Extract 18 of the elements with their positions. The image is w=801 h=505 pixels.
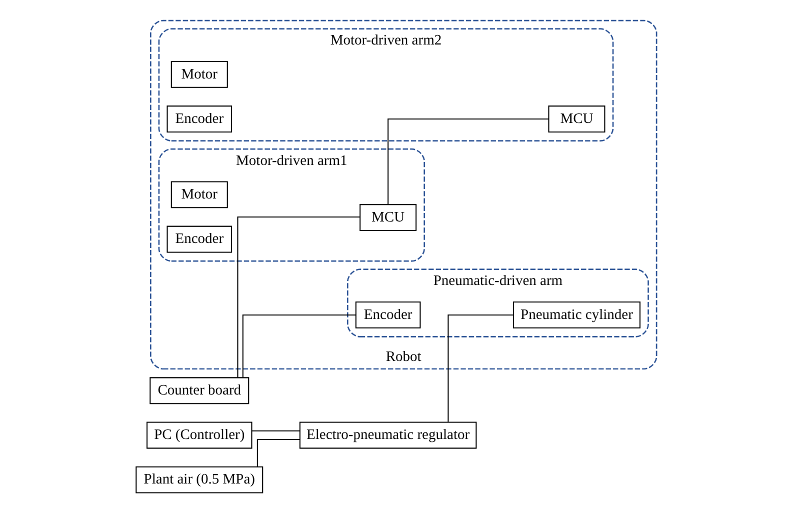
node-box: Encoder [355, 301, 421, 328]
connector [252, 430, 300, 432]
node-box: Electro-pneumatic regulator [299, 422, 477, 449]
node-box: Pneumatic cylinder [512, 301, 640, 328]
node-box: PC (Controller) [146, 422, 252, 449]
node-box: Motor [170, 181, 228, 208]
node-box: Encoder [166, 106, 232, 132]
node-box: Motor [170, 60, 228, 88]
node-box: Encoder [166, 226, 232, 253]
node-box: Plant air (0.5 MPa) [136, 466, 264, 494]
connector [256, 439, 300, 467]
node-box: Counter board [150, 377, 250, 404]
connector [388, 118, 548, 204]
connector [242, 314, 356, 378]
node-box: MCU [548, 106, 606, 132]
connector [237, 216, 360, 378]
connector [448, 314, 514, 422]
node-box: MCU [360, 204, 417, 231]
